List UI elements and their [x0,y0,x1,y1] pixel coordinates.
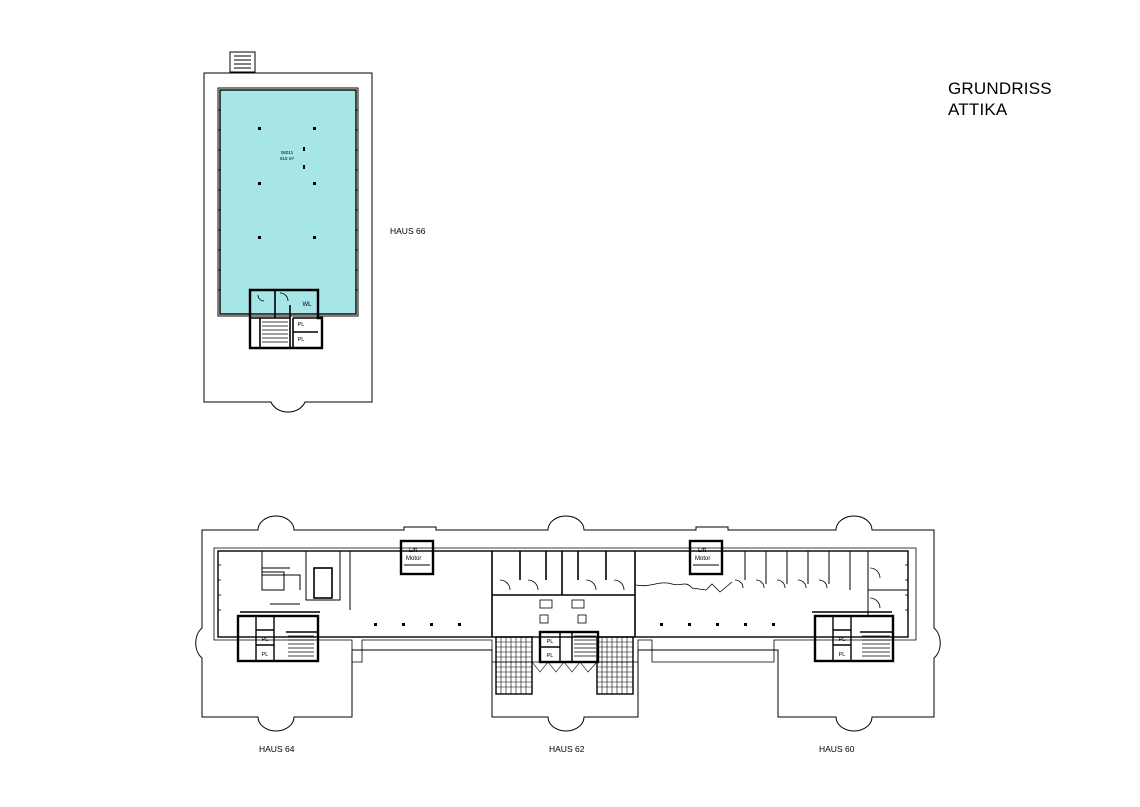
haus-66-label: HAUS 66 [390,226,426,236]
lift-motor-room-left [399,539,435,576]
lift-label-left: Lift [409,548,417,554]
haus-66-terrace-outline [203,72,373,413]
motor-label-left: Motor [406,556,421,562]
pl-room-label-60b: PL [839,652,846,658]
haus-66-attic-space [219,89,357,315]
lower-complex-plan [195,515,941,732]
haus-66-plan [203,51,373,413]
pl-room-label-64b: PL [262,652,269,658]
lift-label-right: Lift [698,548,706,554]
haus-62-patio-right [596,636,634,695]
haus-60-label: HAUS 60 [819,744,855,754]
lower-terrace-outline [195,515,941,732]
motor-label-right: Motor [695,556,710,562]
space-id-label: 06011 [281,150,294,155]
title-line-1: GRUNDRISS [948,79,1052,98]
lift-motor-room-right [688,539,724,576]
wl-room-label: WL [303,302,313,308]
pl-room-label-64a: PL [262,637,269,643]
roof-hatch [229,51,256,73]
drawing-title: GRUNDRISS ATTIKA [948,78,1052,120]
haus-64-label: HAUS 64 [259,744,295,754]
pl-room-label-66b: PL [298,337,305,343]
pl-room-label-60a: PL [839,637,846,643]
space-area-label: 615 m² [280,156,295,161]
pl-room-label-62b: PL [547,653,554,659]
haus-62-patio-left [495,636,533,695]
title-line-2: ATTIKA [948,100,1008,119]
pl-room-label-62a: PL [547,639,554,645]
pl-room-label-66a: PL [298,322,305,328]
lower-building-outline [217,550,909,638]
haus-62-label: HAUS 62 [549,744,585,754]
